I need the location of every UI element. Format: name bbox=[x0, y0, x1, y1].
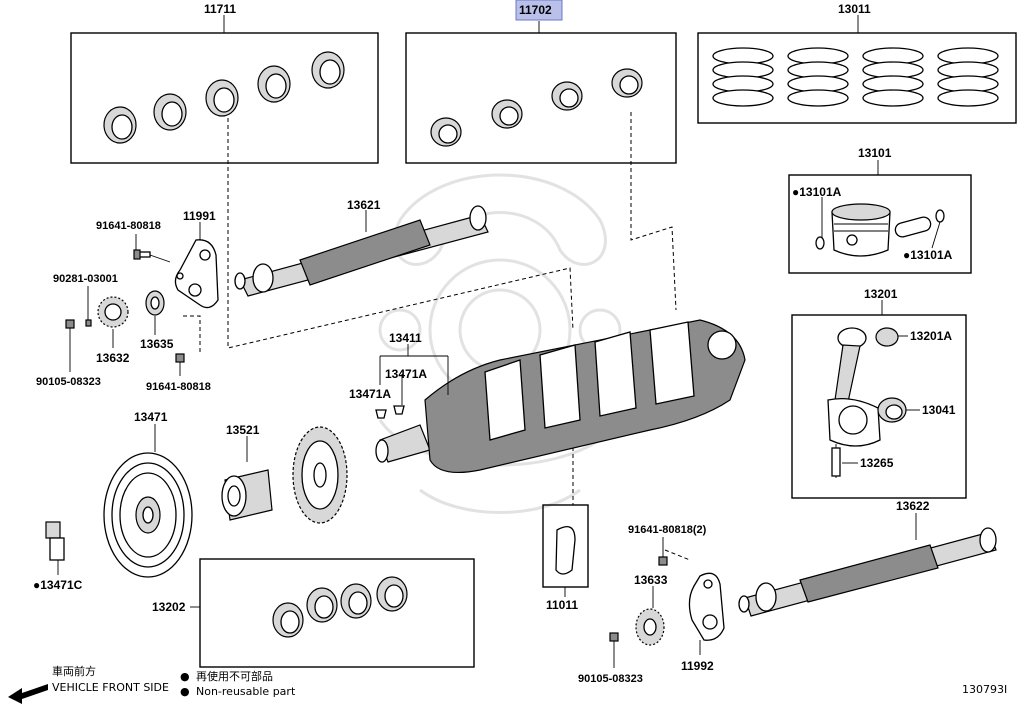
label-13635[interactable]: 13635 bbox=[140, 337, 174, 351]
label-11992[interactable]: 11992 bbox=[681, 659, 714, 673]
label-13201A[interactable]: 13201A bbox=[910, 329, 952, 343]
crank-sprocket bbox=[292, 426, 348, 524]
snap-ring-right bbox=[935, 209, 945, 223]
spacer-13635[interactable] bbox=[145, 290, 165, 335]
gear-13632[interactable] bbox=[97, 296, 129, 348]
label-13632[interactable]: 13632 bbox=[96, 351, 130, 365]
crank-gear-13521[interactable] bbox=[221, 436, 273, 521]
group-13101[interactable] bbox=[788, 160, 972, 274]
bracket-11991[interactable] bbox=[174, 222, 219, 309]
label-13101A-top[interactable]: ●13101A bbox=[792, 185, 842, 199]
thrust-washer-11011[interactable] bbox=[542, 504, 589, 597]
label-13011[interactable]: 13011 bbox=[838, 2, 871, 16]
label-13041[interactable]: 13041 bbox=[922, 403, 956, 417]
crank-bearing-lower-set bbox=[430, 68, 643, 147]
legend-direction-jp: 車両前方 bbox=[52, 664, 96, 678]
dashed-leaders bbox=[183, 112, 691, 561]
pulley-bolt-13471C[interactable] bbox=[45, 521, 65, 575]
label-11991[interactable]: 11991 bbox=[183, 209, 216, 223]
label-13265[interactable]: 13265 bbox=[860, 456, 894, 470]
label-13201[interactable]: 13201 bbox=[864, 287, 898, 301]
diagram-id: 130793I bbox=[962, 683, 1007, 696]
main-bearing-set bbox=[272, 576, 408, 638]
legend-direction-en: VEHICLE FRONT SIDE bbox=[52, 681, 169, 694]
label-13633[interactable]: 13633 bbox=[634, 573, 668, 587]
label-13622[interactable]: 13622 bbox=[896, 499, 930, 513]
group-13011[interactable] bbox=[697, 15, 1017, 124]
crank-pulley-13471[interactable] bbox=[103, 424, 193, 578]
label-11011[interactable]: 11011 bbox=[546, 598, 578, 612]
label-90105-left[interactable]: 90105-08323 bbox=[36, 376, 101, 388]
conrod-bushing bbox=[875, 327, 899, 347]
label-90105-right[interactable]: 90105-08323 bbox=[578, 673, 643, 685]
label-91641-right[interactable]: 91641-80818(2) bbox=[628, 524, 707, 536]
label-13101A-bottom[interactable]: ●13101A bbox=[903, 248, 953, 262]
connecting-rod bbox=[827, 327, 881, 478]
bolt-91641-right[interactable] bbox=[658, 537, 668, 566]
crank-keys bbox=[375, 405, 405, 419]
group-11702[interactable] bbox=[405, 21, 677, 164]
label-13471C[interactable]: ●13471C bbox=[33, 578, 83, 592]
front-arrow-icon bbox=[8, 684, 48, 704]
bolt-90105-left[interactable] bbox=[65, 319, 75, 372]
piston-pin bbox=[894, 216, 932, 238]
snap-ring-left bbox=[815, 236, 825, 250]
crank-throws bbox=[484, 321, 737, 441]
label-13621[interactable]: 13621 bbox=[347, 198, 381, 212]
label-13471A-b[interactable]: 13471A bbox=[349, 387, 391, 401]
label-90281[interactable]: 90281-03001 bbox=[53, 273, 118, 285]
balance-shaft-13622[interactable] bbox=[738, 513, 997, 617]
legend-nonreusable-en: Non-reusable part bbox=[196, 685, 296, 698]
bolt-91641-top[interactable] bbox=[133, 234, 171, 263]
group-13202[interactable] bbox=[190, 558, 475, 668]
label-11702[interactable]: 11702 bbox=[519, 3, 552, 17]
label-13471A-a[interactable]: 13471A bbox=[385, 367, 427, 381]
label-13202[interactable]: 13202 bbox=[152, 600, 186, 614]
piston bbox=[831, 203, 891, 257]
group-11711[interactable] bbox=[70, 15, 379, 164]
label-11702-highlight bbox=[515, 0, 563, 21]
crankshaft-13411[interactable] bbox=[375, 319, 746, 473]
crank-bearing-upper-set bbox=[103, 51, 345, 144]
gear-13633[interactable] bbox=[635, 586, 665, 646]
pin-90281[interactable] bbox=[85, 286, 92, 327]
legend-bullet-1: ● bbox=[180, 670, 190, 683]
bolt-90105-right[interactable] bbox=[609, 632, 619, 668]
label-91641-top[interactable]: 91641-80818 bbox=[96, 220, 161, 232]
label-11711[interactable]: 11711 bbox=[204, 2, 236, 16]
label-91641-bottom[interactable]: 91641-80818 bbox=[146, 381, 211, 393]
label-13411[interactable]: 13411 bbox=[389, 331, 422, 345]
legend-bullet-2: ● bbox=[180, 685, 190, 698]
bracket-11992[interactable] bbox=[688, 572, 725, 655]
legend-nonreusable-jp: 再使用不可部品 bbox=[196, 669, 273, 683]
label-13471[interactable]: 13471 bbox=[134, 410, 168, 424]
bolt-91641-bottom[interactable] bbox=[175, 353, 185, 376]
group-13201[interactable] bbox=[791, 300, 967, 499]
legend: 車両前方 VEHICLE FRONT SIDE ● 再使用不可部品 ● Non-… bbox=[8, 664, 296, 704]
balance-shaft-13621[interactable] bbox=[234, 205, 489, 297]
label-13101[interactable]: 13101 bbox=[858, 146, 892, 160]
label-13521[interactable]: 13521 bbox=[226, 423, 260, 437]
conrod-bearing bbox=[877, 397, 907, 423]
piston-ring-sets bbox=[712, 47, 999, 107]
